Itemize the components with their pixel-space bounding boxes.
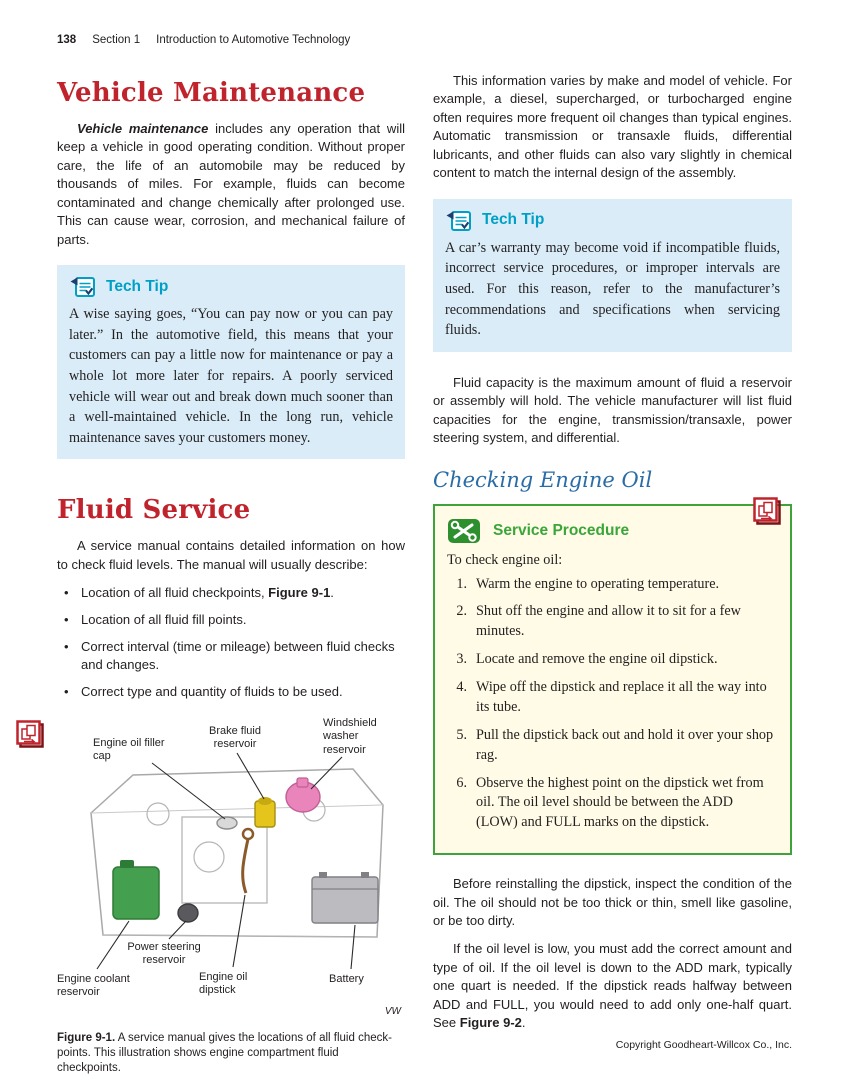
service-procedure-steps: 1. Warm the engine to operating temperatu… (447, 575, 776, 834)
figure-label-battery: Battery (329, 972, 364, 985)
step-number: 2. (456, 603, 467, 620)
step-text: Shut off the engine and allow it to sit … (476, 603, 741, 640)
procedure-step: 3. Locate and remove the engine oil dipst… (447, 650, 776, 670)
tech-tip-title: Tech Tip (482, 211, 545, 229)
engine-compartment-drawing (90, 752, 384, 970)
paragraph-fluid-capacity: Fluid capacity is the maximum amount of … (433, 374, 792, 446)
procedure-step: 2. Shut off the engine and allow it to si… (447, 602, 776, 642)
step-number: 5. (456, 726, 467, 743)
figure-credit: VW (384, 1005, 401, 1017)
page-header: 138 Section 1 Introduction to Automotive… (57, 34, 792, 46)
figure-reference: Figure 9-1 (268, 585, 331, 601)
figure-caption: Figure 9-1. A service manual gives the l… (57, 1031, 405, 1077)
heading-vehicle-maintenance: Vehicle Maintenance (57, 78, 366, 108)
figure-label-windshield-washer-reservoir: Windshield washer reservoir (323, 716, 377, 756)
paragraph-vehicle-maintenance: Vehicle maintenance includes any operati… (57, 120, 405, 249)
procedure-step: 6. Observe the highest point on the dipst… (447, 774, 776, 834)
procedure-step: 4. Wipe off the dipstick and replace it a… (447, 678, 776, 718)
service-procedure-header: Service Procedure (447, 516, 776, 546)
step-text: Warm the engine to operating temperature… (476, 575, 720, 592)
procedure-step: 5. Pull the dipstick back out and hold it… (447, 726, 776, 766)
paragraph-oil-level-low: If the oil level is low, you must add th… (433, 940, 792, 1032)
clipboard-notes-icon (445, 208, 473, 233)
step-text: Locate and remove the engine oil dipstic… (476, 651, 718, 668)
tech-tip-header: Tech Tip (69, 274, 393, 299)
page-number: 138 (57, 34, 77, 46)
figure-label-engine-oil-dipstick: Engine oil dipstick (199, 970, 248, 997)
step-text: Wipe off the dipstick and replace it all… (476, 679, 767, 715)
section-label: Section 1 (92, 34, 141, 46)
red-pages-icon (15, 719, 45, 749)
figure-reference: Figure 9-2 (459, 1015, 522, 1031)
step-text: Pull the dipstick back out and hold it o… (476, 726, 774, 763)
figure-caption-label: Figure 9-1. (57, 1031, 116, 1044)
tech-tip-box-right: Tech Tip A car’s warranty may become voi… (433, 198, 792, 352)
service-procedure-lead: To check engine oil: (447, 551, 563, 568)
figure-label-power-steering-reservoir: Power steering reservoir (127, 940, 201, 967)
step-number: 4. (456, 679, 467, 695)
left-column: Vehicle Maintenance Vehicle maintenance … (16, 72, 405, 1077)
bullet-text: Location of all fluid checkpoints, (81, 585, 269, 601)
tech-tip-body: A wise saying goes, “You can pay now or … (69, 306, 393, 446)
clipboard-notes-icon (69, 274, 97, 299)
step-number: 6. (456, 774, 467, 791)
figure-label-engine-oil-filler-cap: Engine oil filler cap (93, 736, 165, 763)
key-term: Vehicle maintenance (77, 121, 209, 136)
figure-9-1-engine-compartment: Engine oil filler cap Brake fluid reserv… (16, 716, 405, 1019)
paragraph-fluid-service: A service manual contains detailed infor… (57, 538, 405, 572)
bullet-text: . (330, 585, 334, 601)
step-text: Observe the highest point on the dipstic… (476, 774, 764, 831)
list-item: Location of all fluid fill points. (61, 611, 405, 629)
tech-tip-title: Tech Tip (106, 277, 169, 295)
service-procedure-box: Service Procedure To check engine oil: 1… (433, 496, 792, 856)
paragraph-variation: This information varies by make and mode… (433, 73, 792, 181)
subheading-checking-engine-oil: Checking Engine Oil (433, 467, 653, 492)
tech-tip-box-left: Tech Tip A wise saying goes, “You can pa… (57, 265, 405, 460)
heading-fluid-service: Fluid Service (57, 495, 251, 526)
crossed-wrenches-icon (447, 516, 483, 546)
list-item: Location of all fluid checkpoints, Figur… (61, 584, 405, 602)
figure-label-engine-coolant-reservoir: Engine coolant reservoir (57, 972, 130, 999)
paragraph-text: . (521, 1015, 526, 1031)
red-pages-icon (752, 496, 782, 526)
list-item: Correct type and quantity of fluids to b… (61, 683, 405, 701)
tech-tip-body: A car’s warranty may become void if inco… (445, 239, 780, 339)
procedure-step: 1. Warm the engine to operating temperatu… (447, 575, 776, 595)
figure-label-brake-fluid-reservoir: Brake fluid reservoir (209, 724, 261, 751)
step-number: 3. (456, 651, 467, 668)
copyright-footer: Copyright Goodheart-Willcox Co., Inc. (615, 1039, 792, 1051)
paragraph-text: If the oil level is low, you must add th… (433, 941, 792, 1031)
right-column: This information varies by make and mode… (433, 72, 792, 1076)
tech-tip-header: Tech Tip (445, 208, 780, 233)
step-number: 1. (456, 575, 467, 592)
paragraph-text: includes any operation that will keep a … (57, 121, 405, 247)
figure-caption-text: A service manual gives the locations of … (57, 1031, 392, 1075)
paragraph-before-reinstalling: Before reinstalling the dipstick, inspec… (433, 876, 792, 929)
service-procedure-title: Service Procedure (493, 521, 630, 539)
fluid-service-bullet-list: Location of all fluid checkpoints, Figur… (57, 584, 405, 701)
section-title: Introduction to Automotive Technology (156, 34, 351, 46)
list-item: Correct interval (time or mileage) betwe… (61, 638, 405, 674)
two-column-layout: Vehicle Maintenance Vehicle maintenance … (16, 72, 792, 1077)
